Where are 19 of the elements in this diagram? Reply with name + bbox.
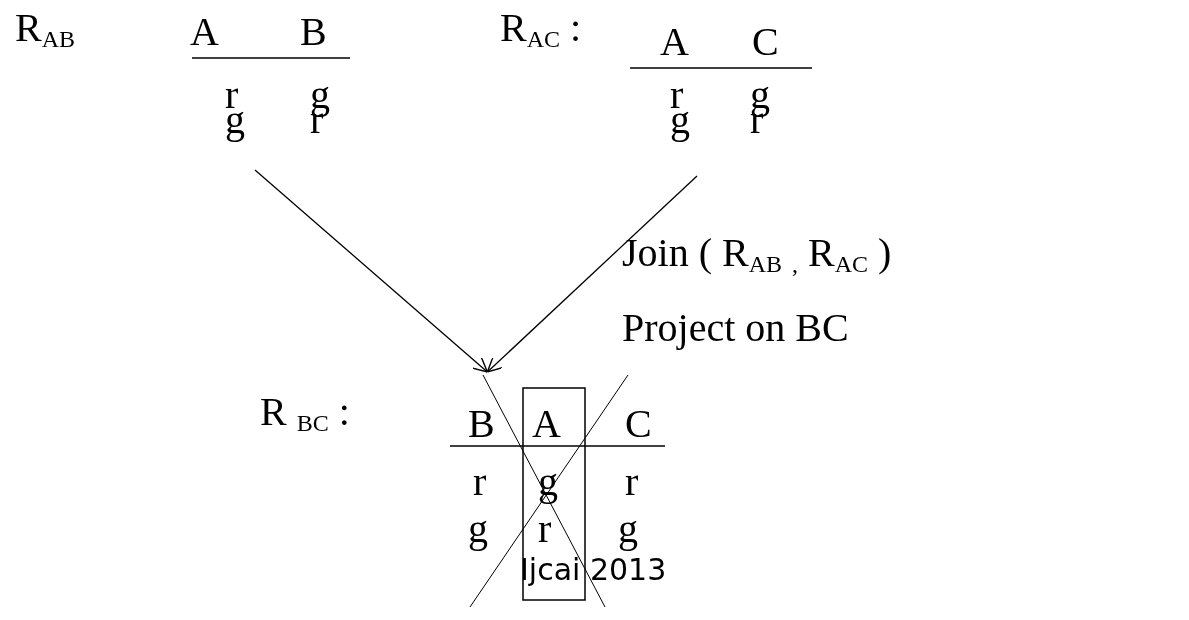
arrow: [486, 175, 698, 373]
column-header: A: [660, 22, 689, 62]
table-title: R $_{BC}$ :: [260, 392, 350, 435]
table-cell: r: [473, 462, 487, 502]
column-header: B: [300, 12, 327, 52]
column-header: A: [190, 12, 219, 52]
operation-text: Join ( R$_{AB}$ $_{,}$ R$_{AC}$ ): [622, 233, 892, 276]
table-title: R$_{AC}$ :: [500, 8, 582, 51]
table-title: R$_{AB}$: [15, 8, 76, 51]
column-header: C: [752, 22, 779, 62]
column-header: C: [625, 404, 652, 444]
table-cell: r: [625, 462, 639, 502]
table-cell: r: [538, 509, 552, 549]
column-header: B: [468, 404, 495, 444]
column-header: A: [532, 404, 561, 444]
arrow: [254, 169, 489, 373]
table-cell: g: [618, 509, 638, 549]
operation-text: Project on BC: [622, 308, 849, 348]
table-cell: g: [468, 509, 488, 549]
